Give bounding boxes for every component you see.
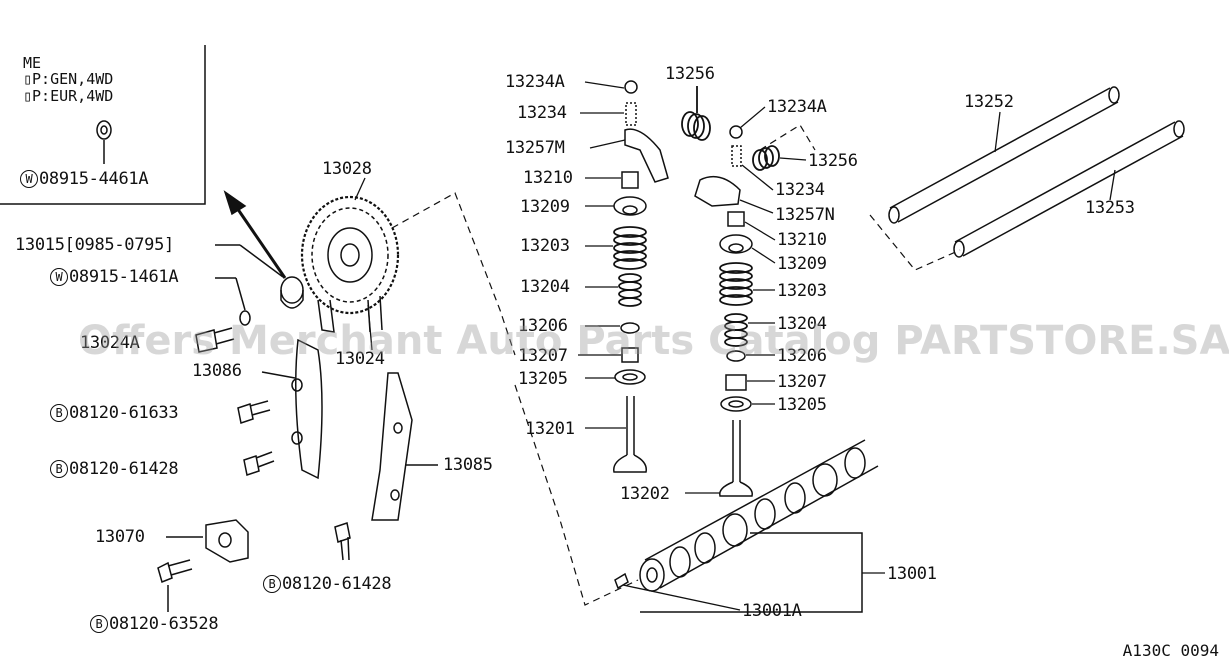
rocker-spring-left-drawing xyxy=(681,86,711,141)
label-13028[interactable]: 13028 xyxy=(322,159,372,179)
label-13205-right[interactable]: 13205 xyxy=(777,395,827,415)
inset-washer-drawing xyxy=(96,120,112,164)
right-valve-stack-drawing xyxy=(694,125,753,497)
washer-symbol: W xyxy=(50,268,68,286)
label-13206-right[interactable]: 13206 xyxy=(777,346,827,366)
rocker-shaft-13253-drawing xyxy=(953,120,1185,258)
watermark: Offers Merchant Auto Parts Catalog PARTS… xyxy=(78,318,1229,364)
label-13015[interactable]: 13015[0985-0795] xyxy=(15,235,174,255)
bolt-61633-drawing xyxy=(237,400,271,424)
bolt-symbol: B xyxy=(90,615,108,633)
tensioner-guide-drawing xyxy=(261,338,323,480)
bolt-symbol: B xyxy=(50,460,68,478)
label-13203-right[interactable]: 13203 xyxy=(777,281,827,301)
bolt-61428-b-drawing xyxy=(334,522,351,561)
bolt-61428-a-drawing xyxy=(243,451,275,476)
inset-line-1: ME xyxy=(23,54,42,72)
rocker-shaft-13252-drawing xyxy=(888,86,1120,224)
label-13204-right[interactable]: 13204 xyxy=(777,314,827,334)
label-13024[interactable]: 13024 xyxy=(335,349,385,369)
label-13252[interactable]: 13252 xyxy=(964,92,1014,112)
label-13253[interactable]: 13253 xyxy=(1085,198,1135,218)
label-13201[interactable]: 13201 xyxy=(525,419,575,439)
reference-lines xyxy=(391,124,961,606)
bolt-symbol: B xyxy=(263,575,281,593)
bolt-13024a-drawing xyxy=(195,327,235,353)
bolt-63528-drawing xyxy=(157,559,193,612)
label-13256-right[interactable]: 13256 xyxy=(808,151,858,171)
label-13234a-right[interactable]: 13234A xyxy=(767,97,827,117)
label-13204-left[interactable]: 13204 xyxy=(520,277,570,297)
slack-guide-drawing xyxy=(371,372,438,521)
diagram-code: A130C 0094 xyxy=(1122,641,1219,660)
label-13256-top[interactable]: 13256 xyxy=(665,64,715,84)
inset-frame xyxy=(0,45,206,205)
label-13001[interactable]: 13001 xyxy=(887,564,937,584)
washer-drawing xyxy=(215,277,251,326)
label-13209-left[interactable]: 13209 xyxy=(520,197,570,217)
cam-sprocket-drawing xyxy=(300,195,400,333)
label-13257n[interactable]: 13257N xyxy=(775,205,835,225)
label-13257m[interactable]: 13257M xyxy=(505,138,565,158)
inset-arrow xyxy=(223,190,287,279)
inset-line-2: ▯P:GEN,4WD xyxy=(23,70,114,88)
label-13024a[interactable]: 13024A xyxy=(80,333,140,353)
label-13086[interactable]: 13086 xyxy=(192,361,242,381)
label-13001a[interactable]: 13001A xyxy=(742,601,802,621)
label-13210-left[interactable]: 13210 xyxy=(523,168,573,188)
rocker-spring-right-drawing xyxy=(752,145,780,171)
label-13070[interactable]: 13070 xyxy=(95,527,145,547)
left-valve-stack-drawing xyxy=(613,80,669,473)
inset-line-3: ▯P:EUR,4WD xyxy=(23,87,114,105)
washer-symbol: W xyxy=(20,170,38,188)
label-13202[interactable]: 13202 xyxy=(620,484,670,504)
bolt-symbol: B xyxy=(50,404,68,422)
camshaft-drawing xyxy=(614,439,879,592)
label-13234a-left[interactable]: 13234A xyxy=(505,72,565,92)
spacer-drawing xyxy=(215,244,304,309)
label-13205-left[interactable]: 13205 xyxy=(518,369,568,389)
chain-tensioner-drawing xyxy=(166,519,249,563)
label-13207-right[interactable]: 13207 xyxy=(777,372,827,392)
label-13206-left[interactable]: 13206 xyxy=(518,316,568,336)
label-13234-right[interactable]: 13234 xyxy=(775,180,825,200)
label-13234-left[interactable]: 13234 xyxy=(517,103,567,123)
label-13085[interactable]: 13085 xyxy=(443,455,493,475)
label-13207-left[interactable]: 13207 xyxy=(518,346,568,366)
label-13210-right[interactable]: 13210 xyxy=(777,230,827,250)
label-13203-left[interactable]: 13203 xyxy=(520,236,570,256)
label-13209-right[interactable]: 13209 xyxy=(777,254,827,274)
leader-lines xyxy=(354,81,1116,611)
